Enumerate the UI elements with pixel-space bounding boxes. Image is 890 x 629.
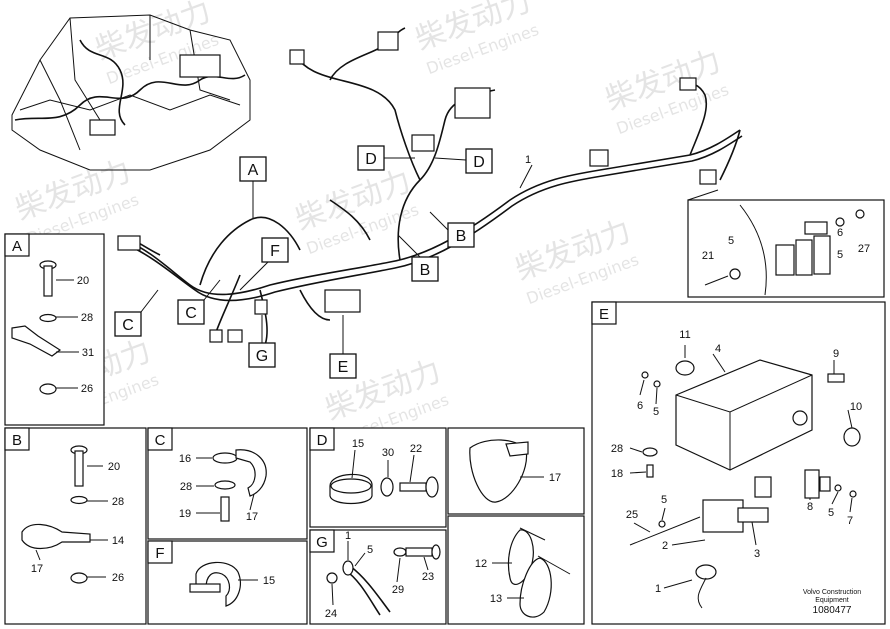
part-number: 15 <box>263 575 275 587</box>
footer-line-2: Equipment <box>815 597 849 604</box>
callout-a-label: A <box>248 162 259 179</box>
part-number: 17 <box>31 563 43 575</box>
callout-e-label: E <box>338 359 349 376</box>
panel-g: G 1 5 29 23 24 <box>309 529 447 625</box>
part-number: 28 <box>81 312 93 324</box>
detail-view-top-right: 21 5 5 27 6 <box>687 189 885 298</box>
panel-a: A 20 28 31 26 <box>4 233 105 426</box>
part-number: 5 <box>837 249 843 261</box>
part-number: 5 <box>828 507 834 519</box>
panel-title: F <box>155 545 164 562</box>
part-number: 20 <box>77 275 89 287</box>
part-number: 21 <box>702 250 714 262</box>
part-number: 10 <box>850 401 862 413</box>
callout-d-label: D <box>365 151 377 168</box>
callout-f[interactable]: F <box>239 237 289 291</box>
part-number: 7 <box>847 515 853 527</box>
callout-d-right[interactable]: D <box>434 148 493 174</box>
part-number: 6 <box>637 400 643 412</box>
part-number: 17 <box>549 472 561 484</box>
panel-title: B <box>12 432 22 449</box>
callout-c-label: C <box>122 317 134 334</box>
panel-title: D <box>317 432 328 449</box>
part-1-label: 1 <box>525 154 531 166</box>
part-number: 13 <box>490 593 502 605</box>
part-number: 9 <box>833 348 839 360</box>
main-harness <box>117 27 743 346</box>
part-number: 6 <box>837 227 843 239</box>
callout-g[interactable]: G <box>248 315 276 368</box>
callout-e[interactable]: E <box>329 315 357 379</box>
part-number: 28 <box>611 443 623 455</box>
callout-c-right[interactable]: C <box>177 279 221 325</box>
part-number: 15 <box>352 438 364 450</box>
part-number: 17 <box>246 511 258 523</box>
part-number: 8 <box>807 501 813 513</box>
part-number: 1 <box>655 583 661 595</box>
part-number: 26 <box>81 383 93 395</box>
callout-d-label: D <box>473 154 485 171</box>
callout-b-label: B <box>456 228 467 245</box>
part-number: 3 <box>754 548 760 560</box>
part-number: 29 <box>392 584 404 596</box>
panel-ties: 12 13 <box>447 515 585 625</box>
part-number: 26 <box>112 572 124 584</box>
part-number: 31 <box>82 347 94 359</box>
panel-title: E <box>599 306 609 323</box>
part-number: 5 <box>367 544 373 556</box>
panel-strap: 17 <box>447 427 585 515</box>
callout-d-left[interactable]: D <box>357 145 415 171</box>
part-number: 4 <box>715 343 721 355</box>
part-number: 30 <box>382 447 394 459</box>
part-number: 18 <box>611 468 623 480</box>
part-number: 14 <box>112 535 124 547</box>
callout-a[interactable]: A <box>239 156 267 218</box>
callout-f-label: F <box>270 243 280 260</box>
callout-c-left[interactable]: C <box>114 289 159 337</box>
panel-f: F 15 <box>147 540 308 625</box>
callout-b-right[interactable]: B <box>429 211 475 248</box>
part-number: 2 <box>662 540 668 552</box>
callout-g-label: G <box>256 348 268 365</box>
panel-title: G <box>316 534 328 551</box>
part-number: 27 <box>858 243 870 255</box>
part-number: 20 <box>108 461 120 473</box>
panel-c: C 16 28 19 17 <box>147 427 308 540</box>
part-number: 23 <box>422 571 434 583</box>
callout-b-left[interactable]: B <box>397 234 439 282</box>
part-number: 12 <box>475 558 487 570</box>
part-number: 5 <box>661 494 667 506</box>
footer-code: 1080477 <box>813 605 852 616</box>
part-number: 24 <box>325 608 337 620</box>
part-number: 1 <box>345 530 351 542</box>
part-number: 16 <box>179 453 191 465</box>
machine-overview <box>11 14 251 171</box>
part-number: 11 <box>679 329 690 341</box>
panel-b: B 20 28 14 17 26 <box>4 427 147 625</box>
part-number: 28 <box>112 496 124 508</box>
panel-d: D 15 30 22 <box>309 427 447 528</box>
part-number: 25 <box>626 509 638 521</box>
part-number: 28 <box>180 481 192 493</box>
callout-b-label: B <box>420 262 431 279</box>
footer-line-1: Volvo Construction <box>803 589 861 596</box>
part-number: 5 <box>653 406 659 418</box>
panel-title: A <box>12 238 22 255</box>
callout-c-label: C <box>185 305 197 322</box>
part-number: 5 <box>728 235 734 247</box>
part-number: 22 <box>410 443 422 455</box>
part-number: 1 <box>525 154 531 166</box>
panel-title: C <box>155 432 166 449</box>
panel-e: E 11 4 <box>591 301 886 625</box>
part-number: 19 <box>179 508 191 520</box>
